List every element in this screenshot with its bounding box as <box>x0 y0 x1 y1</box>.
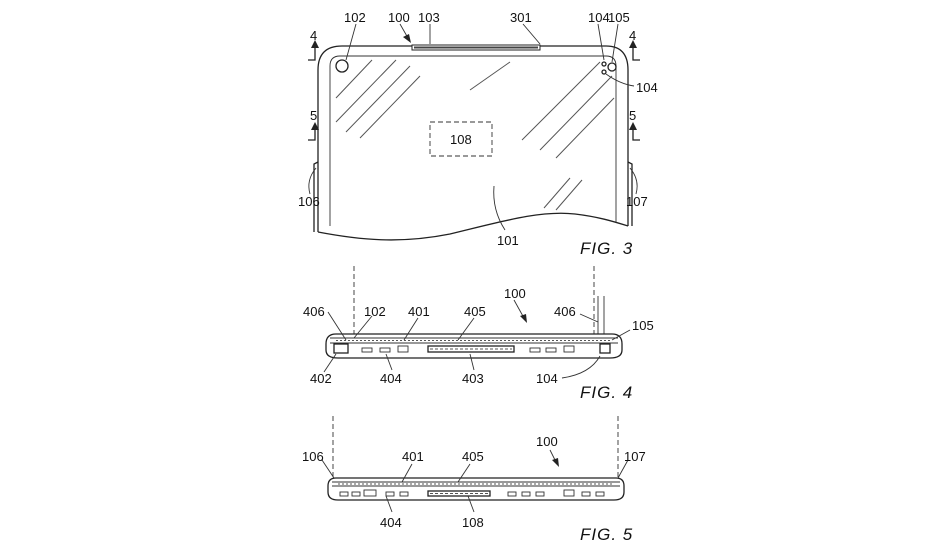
camera-module-402 <box>333 343 349 354</box>
fig3-leaders <box>308 23 638 231</box>
label-406-left: 406 <box>303 304 325 319</box>
label-4-left: 4 <box>310 28 317 43</box>
label-100: 100 <box>536 434 558 449</box>
label-5-right: 5 <box>629 108 636 123</box>
label-5-left: 5 <box>310 108 317 123</box>
device-outline <box>317 45 629 232</box>
fig5-housing <box>327 477 625 501</box>
label-404: 404 <box>380 371 402 386</box>
fig3-caption: FIG. 3 <box>580 239 633 258</box>
fig4-caption: FIG. 4 <box>580 383 633 402</box>
sensor-module-105 <box>599 343 611 354</box>
label-405: 405 <box>462 449 484 464</box>
sensor-105 <box>607 62 617 72</box>
sensor-104b <box>601 69 607 75</box>
label-404: 404 <box>380 515 402 530</box>
label-104: 104 <box>588 10 610 25</box>
label-405: 405 <box>464 304 486 319</box>
section-markers <box>308 40 640 141</box>
label-406-right: 406 <box>554 304 576 319</box>
label-101: 101 <box>497 233 519 248</box>
label-106: 106 <box>302 449 324 464</box>
glass-reflection-hatch <box>335 59 615 211</box>
display-screen <box>329 55 617 226</box>
label-108: 108 <box>450 132 472 147</box>
fig4-components-404 <box>361 345 575 353</box>
label-108: 108 <box>462 515 484 530</box>
label-105: 105 <box>608 10 630 25</box>
fig4-leaders <box>323 299 631 379</box>
label-107: 107 <box>624 449 646 464</box>
label-102: 102 <box>364 304 386 319</box>
label-301: 301 <box>510 10 532 25</box>
label-4-right: 4 <box>629 28 636 43</box>
fig3-front-view: 102 100 103 301 104 105 104 4 4 5 5 108 … <box>298 10 658 258</box>
fig5-section-view: 100 106 401 405 107 404 108 FIG. 5 <box>302 416 646 544</box>
label-100: 100 <box>388 10 410 25</box>
label-402: 402 <box>310 371 332 386</box>
label-403: 403 <box>462 371 484 386</box>
label-107: 107 <box>626 194 648 209</box>
fig5-components-404 <box>339 489 605 497</box>
label-104-b: 104 <box>636 80 658 95</box>
break-line <box>317 212 629 241</box>
label-401: 401 <box>408 304 430 319</box>
fig5-leaders <box>321 449 629 513</box>
label-102: 102 <box>344 10 366 25</box>
label-106: 106 <box>298 194 320 209</box>
label-105: 105 <box>632 318 654 333</box>
region-108-section <box>427 490 491 497</box>
label-103: 103 <box>418 10 440 25</box>
fig4-housing <box>325 333 623 359</box>
display-module-403 <box>427 345 515 353</box>
fig5-caption: FIG. 5 <box>580 525 633 544</box>
label-104: 104 <box>536 371 558 386</box>
label-401: 401 <box>402 449 424 464</box>
fig4-section-view: 100 406 102 401 405 406 105 402 404 403 … <box>303 266 654 402</box>
label-100: 100 <box>504 286 526 301</box>
sensor-104 <box>601 61 607 67</box>
side-button-106 <box>313 161 319 232</box>
side-button-107 <box>627 161 633 226</box>
camera-102 <box>335 59 349 73</box>
